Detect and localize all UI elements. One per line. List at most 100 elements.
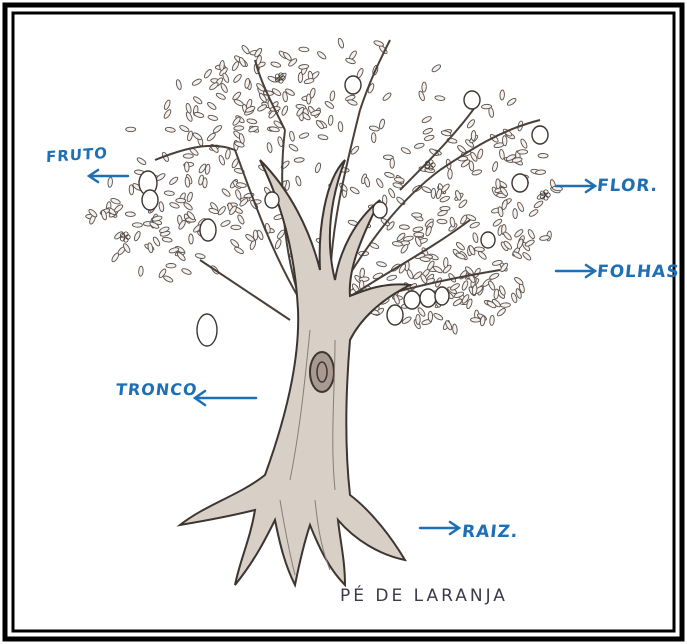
leaf — [514, 277, 524, 285]
leaf — [436, 218, 448, 225]
leaf — [215, 92, 226, 100]
leaf — [165, 263, 177, 269]
leaf — [212, 125, 223, 134]
leaf — [500, 262, 508, 273]
leaf — [461, 294, 470, 304]
leaf — [183, 202, 193, 211]
fruit — [372, 201, 388, 219]
leaf — [310, 109, 321, 116]
leaf — [393, 294, 400, 305]
trunk-knot-inner — [316, 361, 328, 383]
leaf — [177, 252, 186, 261]
leaf — [169, 202, 180, 209]
leaf — [193, 96, 203, 105]
leaf — [168, 247, 180, 254]
leaf — [237, 214, 245, 225]
leaf — [175, 197, 187, 204]
leaf — [238, 56, 246, 68]
leaf — [164, 127, 176, 133]
leaf — [427, 310, 434, 322]
tree-trunk — [176, 159, 414, 589]
leaf — [524, 239, 535, 247]
leaf — [259, 93, 267, 103]
leaf — [296, 107, 305, 117]
tree-fruits — [138, 75, 549, 347]
leaf — [400, 244, 409, 254]
leaf — [434, 95, 446, 101]
leaf — [417, 307, 426, 317]
leaf — [193, 111, 205, 118]
leaf — [514, 229, 524, 238]
leaf — [161, 236, 173, 243]
flower-petal — [274, 73, 281, 79]
fruit — [196, 313, 218, 347]
leaf — [465, 214, 477, 222]
leaf — [207, 114, 219, 121]
leaf — [376, 261, 387, 268]
leaf — [466, 298, 473, 310]
leaf — [455, 242, 465, 251]
leaf — [234, 246, 244, 255]
leaf — [274, 238, 282, 250]
leaf — [125, 126, 137, 133]
trunk-shading — [279, 329, 336, 576]
leaf — [282, 91, 288, 103]
leaf — [364, 176, 371, 188]
leaf — [124, 211, 136, 217]
leaf — [496, 308, 506, 317]
leaf — [163, 99, 171, 110]
leaf — [502, 135, 508, 147]
leaf — [499, 302, 511, 308]
leaf — [522, 252, 532, 261]
leaf — [450, 283, 460, 291]
leaf — [486, 300, 497, 309]
leaf — [495, 178, 501, 190]
fruit — [434, 286, 450, 306]
leaf — [470, 130, 477, 141]
leaf — [499, 89, 505, 101]
leaf — [497, 206, 504, 218]
leaf — [267, 75, 278, 83]
leaf — [447, 168, 453, 180]
fruit — [480, 231, 496, 249]
leaf — [159, 226, 170, 233]
leaf — [236, 182, 247, 188]
leaf — [498, 285, 506, 296]
leaf — [182, 153, 194, 159]
leaf — [393, 177, 405, 183]
leaf — [412, 226, 424, 233]
leaf — [441, 183, 450, 193]
flower-petal — [120, 232, 126, 238]
fruit — [531, 125, 549, 145]
leaf — [527, 229, 535, 240]
leaf — [489, 314, 495, 326]
fruit — [386, 304, 404, 326]
leaf — [187, 130, 193, 142]
leaf — [433, 265, 443, 274]
fruit — [141, 189, 159, 211]
leaf — [271, 88, 282, 96]
leaf — [423, 134, 435, 141]
label-arrows — [86, 168, 598, 536]
leaf — [512, 251, 523, 259]
leaf — [131, 222, 143, 228]
leaf — [111, 252, 120, 263]
leaf — [186, 191, 193, 203]
leaf — [273, 120, 283, 129]
leaf — [398, 224, 410, 230]
flower-petal — [123, 237, 129, 243]
leaf — [437, 210, 448, 217]
fruit — [264, 191, 280, 209]
leaf — [382, 92, 392, 101]
leaf — [420, 273, 428, 284]
arrow-tronco — [192, 389, 258, 407]
leaf — [443, 257, 449, 269]
leaf — [503, 231, 512, 241]
arrow-raiz — [418, 520, 462, 536]
leaf — [204, 163, 211, 175]
fruit — [199, 218, 217, 242]
leaf — [303, 78, 315, 85]
leaf — [458, 199, 468, 209]
leaf — [440, 130, 452, 137]
leaf — [230, 224, 242, 231]
